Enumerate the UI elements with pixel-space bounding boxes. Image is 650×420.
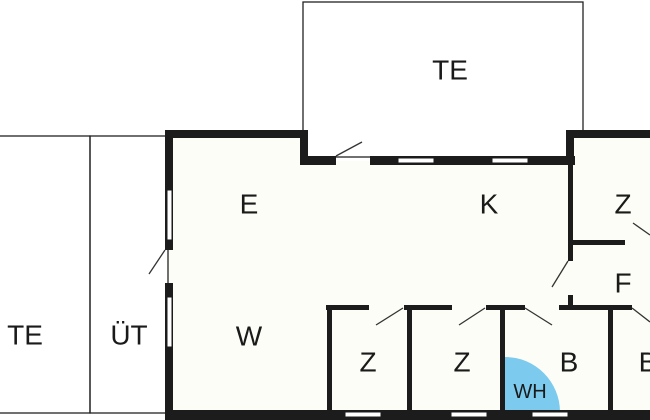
room-label-room-right-top: Z — [614, 189, 631, 220]
room-label-storage: F — [614, 268, 631, 299]
interior-walls — [326, 134, 632, 415]
room-label-living: W — [236, 321, 263, 352]
room-label-bath-1: B — [560, 347, 579, 378]
door-swings — [148, 141, 650, 326]
room-label-kitchen: K — [480, 189, 499, 220]
interior-floor — [169, 134, 650, 414]
room-label-terrace-left: TE — [7, 320, 43, 351]
label-water-heater: WH — [513, 381, 546, 403]
room-label-room-1: Z — [359, 347, 376, 378]
room-label-covered-terrace: ÜT — [110, 320, 147, 351]
room-label-room-2: Z — [453, 347, 470, 378]
windows — [166, 157, 569, 418]
covered-terrace-area — [89, 135, 169, 414]
room-label-terrace-top: TE — [432, 55, 468, 86]
terrace-left-area — [0, 135, 91, 414]
water-heater-symbol — [505, 357, 560, 412]
room-label-entrance: E — [240, 189, 259, 220]
room-label-bath-2: B — [639, 347, 650, 378]
